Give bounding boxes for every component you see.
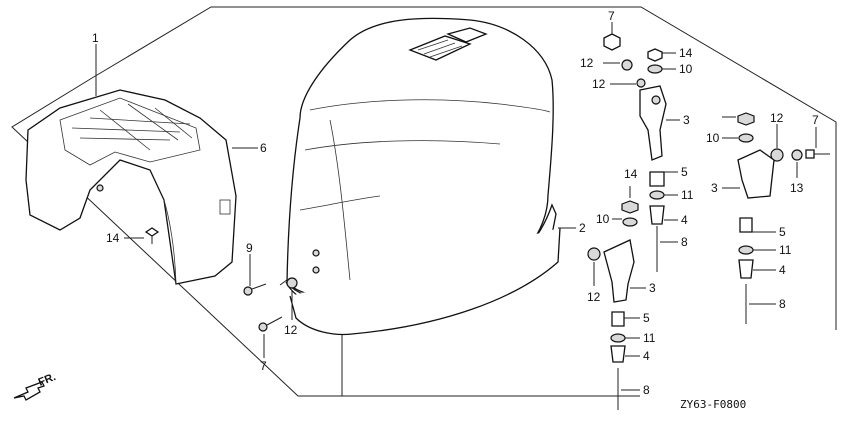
- callout-14: 14: [624, 167, 638, 181]
- front-label: FR.: [37, 371, 58, 389]
- callout-3: 3: [711, 181, 718, 195]
- callout-labels: 1 2 3 3 3 4 4 4 5 5 5 6 7 7 7 8 8 8 9 10…: [92, 9, 819, 397]
- callout-6: 6: [260, 141, 267, 155]
- callout-7: 7: [608, 9, 615, 23]
- callout-7: 7: [812, 113, 819, 127]
- callout-11: 11: [681, 188, 694, 202]
- callout-2: 2: [579, 221, 586, 235]
- callout-10: 10: [706, 131, 720, 145]
- callout-9: 9: [246, 241, 253, 255]
- front-direction-indicator: FR.: [13, 371, 58, 401]
- callout-14: 14: [679, 46, 693, 60]
- callout-11: 11: [643, 331, 656, 345]
- hardware-parts: [144, 33, 830, 410]
- callout-10: 10: [679, 62, 693, 76]
- callout-12: 12: [592, 77, 606, 91]
- callout-5: 5: [779, 225, 786, 239]
- callout-4: 4: [779, 263, 786, 277]
- leader-lines: [95, 22, 817, 391]
- callout-4: 4: [643, 349, 650, 363]
- callout-4: 4: [681, 213, 688, 227]
- callout-10: 10: [596, 212, 610, 226]
- callout-12: 13: [790, 181, 804, 195]
- callout-5: 5: [643, 311, 650, 325]
- callout-7: 7: [260, 359, 267, 373]
- diagram-code: ZY63-F0800: [680, 398, 746, 411]
- callout-8: 8: [779, 297, 786, 311]
- callout-11: 11: [779, 243, 792, 257]
- callout-3: 3: [683, 113, 690, 127]
- callout-1: 1: [92, 31, 99, 45]
- inner-cover: [25, 89, 237, 285]
- front-arrow-icon: [13, 381, 45, 401]
- callout-12: 12: [587, 290, 601, 304]
- callout-12: 12: [284, 323, 298, 337]
- callout-8: 8: [681, 235, 688, 249]
- callout-12: 12: [580, 56, 594, 70]
- callout-5: 5: [681, 165, 688, 179]
- callout-13: 14: [106, 231, 120, 245]
- callout-8: 8: [643, 383, 650, 397]
- callout-3: 3: [649, 281, 656, 295]
- engine-cover: [285, 17, 561, 336]
- callout-12: 12: [770, 111, 784, 125]
